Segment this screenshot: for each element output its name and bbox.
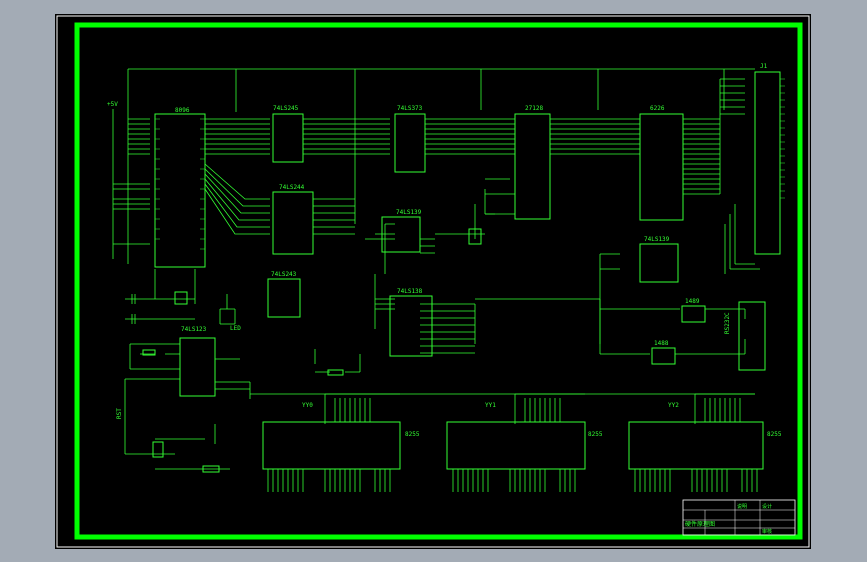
dec4-chip bbox=[639, 243, 679, 283]
led-label: LED bbox=[230, 325, 241, 332]
bus-yy2-label: YY2 bbox=[668, 402, 679, 409]
serial-chip bbox=[738, 301, 766, 371]
dec3-chip bbox=[389, 295, 433, 357]
sheet-outer-border bbox=[56, 15, 810, 548]
timer-chip bbox=[179, 337, 216, 397]
wires bbox=[112, 68, 760, 492]
drv2-label: 1488 bbox=[654, 340, 669, 347]
ppi3-chip bbox=[628, 421, 764, 470]
reset-switch bbox=[152, 441, 164, 458]
gate-nand bbox=[468, 228, 482, 245]
crystal bbox=[174, 291, 188, 305]
title-block: 说明 设计 审核 硬件原理图 bbox=[682, 499, 796, 536]
pin-ticks bbox=[155, 78, 785, 250]
resistor-r2 bbox=[327, 369, 344, 376]
drv2-chip bbox=[651, 347, 676, 365]
cpu-label: 8096 bbox=[175, 107, 190, 114]
serial-label: RS232C bbox=[724, 312, 731, 334]
ppi2-label: 8255 bbox=[588, 431, 603, 438]
buf2-label: 74LS243 bbox=[271, 271, 297, 278]
latch-chip bbox=[394, 113, 426, 173]
chip-labels: 8096 74LS245 74LS373 27128 6226 74LS244 … bbox=[107, 63, 782, 438]
rst-label: RST bbox=[116, 408, 123, 419]
buf2-chip bbox=[267, 278, 301, 318]
schematic-canvas: 8096 74LS245 74LS373 27128 6226 74LS244 … bbox=[56, 15, 810, 548]
ram-chip bbox=[639, 113, 684, 221]
timer-label: 74LS123 bbox=[181, 326, 207, 333]
drawing-frame bbox=[74, 22, 803, 540]
drv1-label: 1489 bbox=[685, 298, 700, 305]
j1-label: J1 bbox=[760, 63, 768, 70]
ppi1-chip bbox=[262, 421, 401, 470]
bus-yy0-label: YY0 bbox=[302, 402, 313, 409]
dec3-label: 74LS138 bbox=[397, 288, 423, 295]
title-tag-3: 审核 bbox=[762, 528, 772, 535]
dec1-chip bbox=[272, 191, 314, 255]
cpu-chip bbox=[154, 113, 206, 268]
title-tag-2: 设计 bbox=[762, 503, 772, 510]
title-tag-1: 说明 bbox=[737, 503, 747, 510]
drawing-title: 硬件原理图 bbox=[685, 520, 715, 528]
buf1-chip bbox=[272, 113, 304, 163]
ram-label: 6226 bbox=[650, 105, 665, 112]
dec2-chip bbox=[381, 216, 421, 253]
resistor-r1 bbox=[142, 349, 156, 356]
ppi3-label: 8255 bbox=[767, 431, 782, 438]
dec1-label: 74LS244 bbox=[279, 184, 305, 191]
resistor-rst bbox=[202, 465, 220, 473]
bus-yy1-label: YY1 bbox=[485, 402, 496, 409]
chips bbox=[142, 71, 781, 473]
ppi2-chip bbox=[446, 421, 586, 470]
eprom-label: 27128 bbox=[525, 105, 543, 112]
drv1-chip bbox=[681, 305, 706, 323]
vcc-label: +5V bbox=[107, 101, 118, 108]
dec2-label: 74LS139 bbox=[396, 209, 422, 216]
connector-j1 bbox=[754, 71, 781, 255]
buf1-label: 74LS245 bbox=[273, 105, 299, 112]
dec4-label: 74LS139 bbox=[644, 236, 670, 243]
eprom-chip bbox=[514, 113, 551, 220]
latch-label: 74LS373 bbox=[397, 105, 423, 112]
drawing-sheet: 8096 74LS245 74LS373 27128 6226 74LS244 … bbox=[55, 14, 811, 549]
ppi1-label: 8255 bbox=[405, 431, 420, 438]
